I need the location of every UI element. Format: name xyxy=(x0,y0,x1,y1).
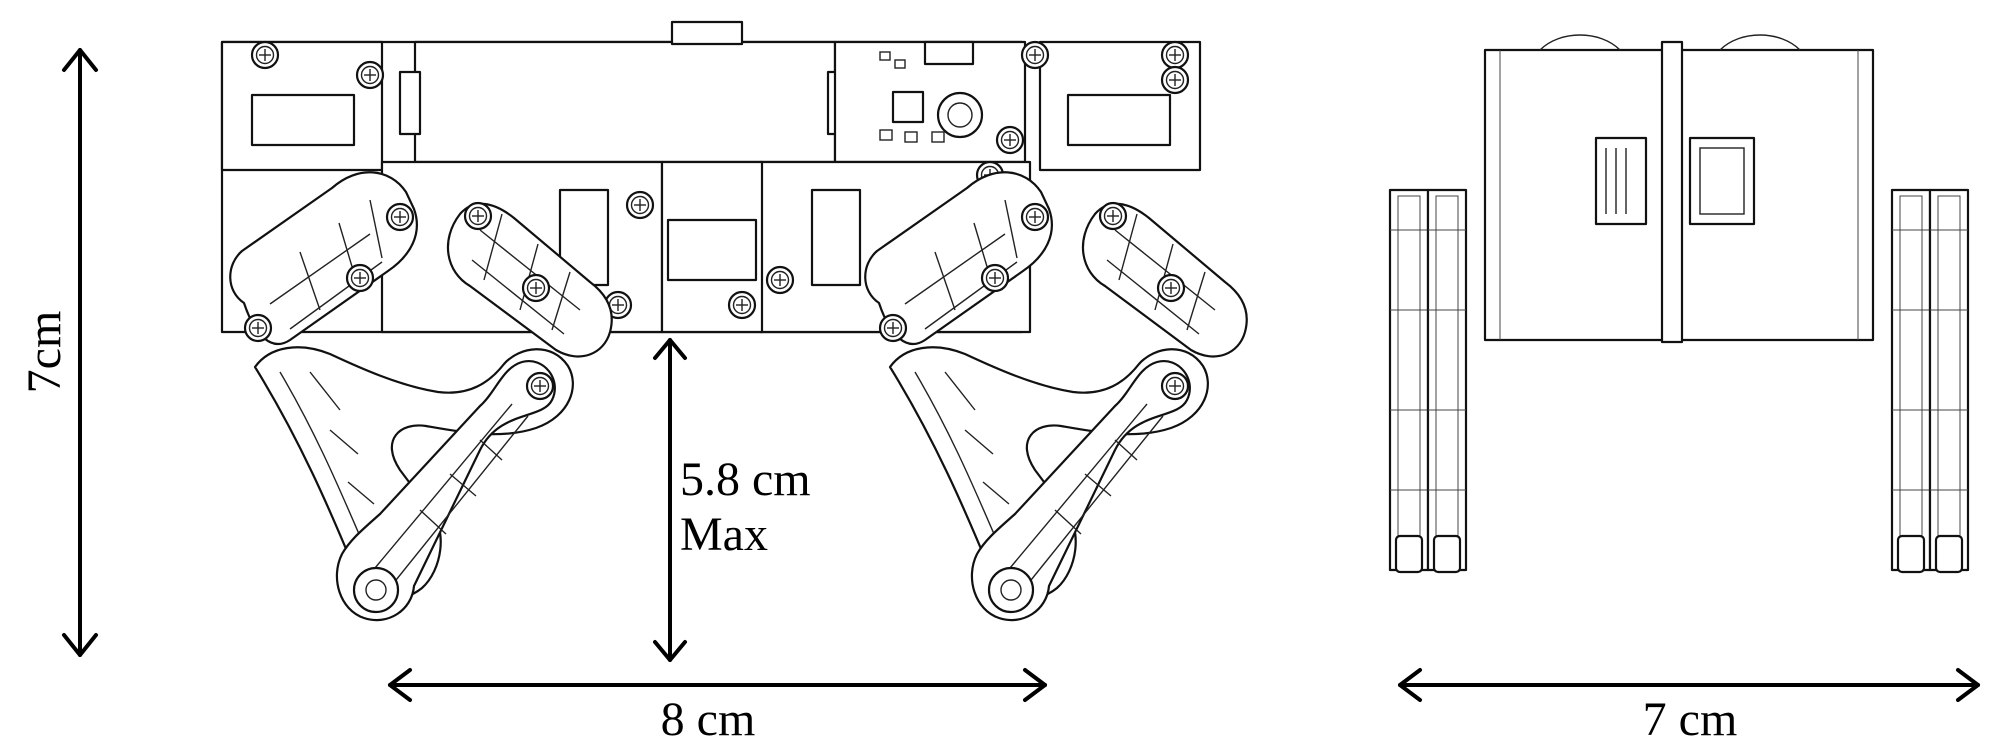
height-label: 7cm xyxy=(18,311,71,394)
side-width-label: 7 cm xyxy=(1643,693,1738,746)
height-dimension: 7cm xyxy=(18,48,98,657)
front-width-dimension: 8 cm xyxy=(388,668,1047,746)
side-view xyxy=(1388,34,1970,574)
clearance-dimension: 5.8 cm Max xyxy=(653,338,811,662)
side-left-wheels xyxy=(1388,188,1468,574)
front-right-leg xyxy=(865,172,1247,620)
battery-holder xyxy=(398,20,850,164)
side-width-dimension: 7 cm xyxy=(1398,668,1980,746)
front-view xyxy=(220,20,1247,620)
clearance-value-label: 5.8 cm xyxy=(680,453,811,506)
clearance-note-label: Max xyxy=(680,508,768,561)
side-connector-left xyxy=(1594,136,1648,226)
side-center-plate xyxy=(1660,40,1684,344)
upper-servos xyxy=(220,40,1202,172)
front-width-label: 8 cm xyxy=(661,693,756,746)
side-right-wheels xyxy=(1890,188,1970,574)
